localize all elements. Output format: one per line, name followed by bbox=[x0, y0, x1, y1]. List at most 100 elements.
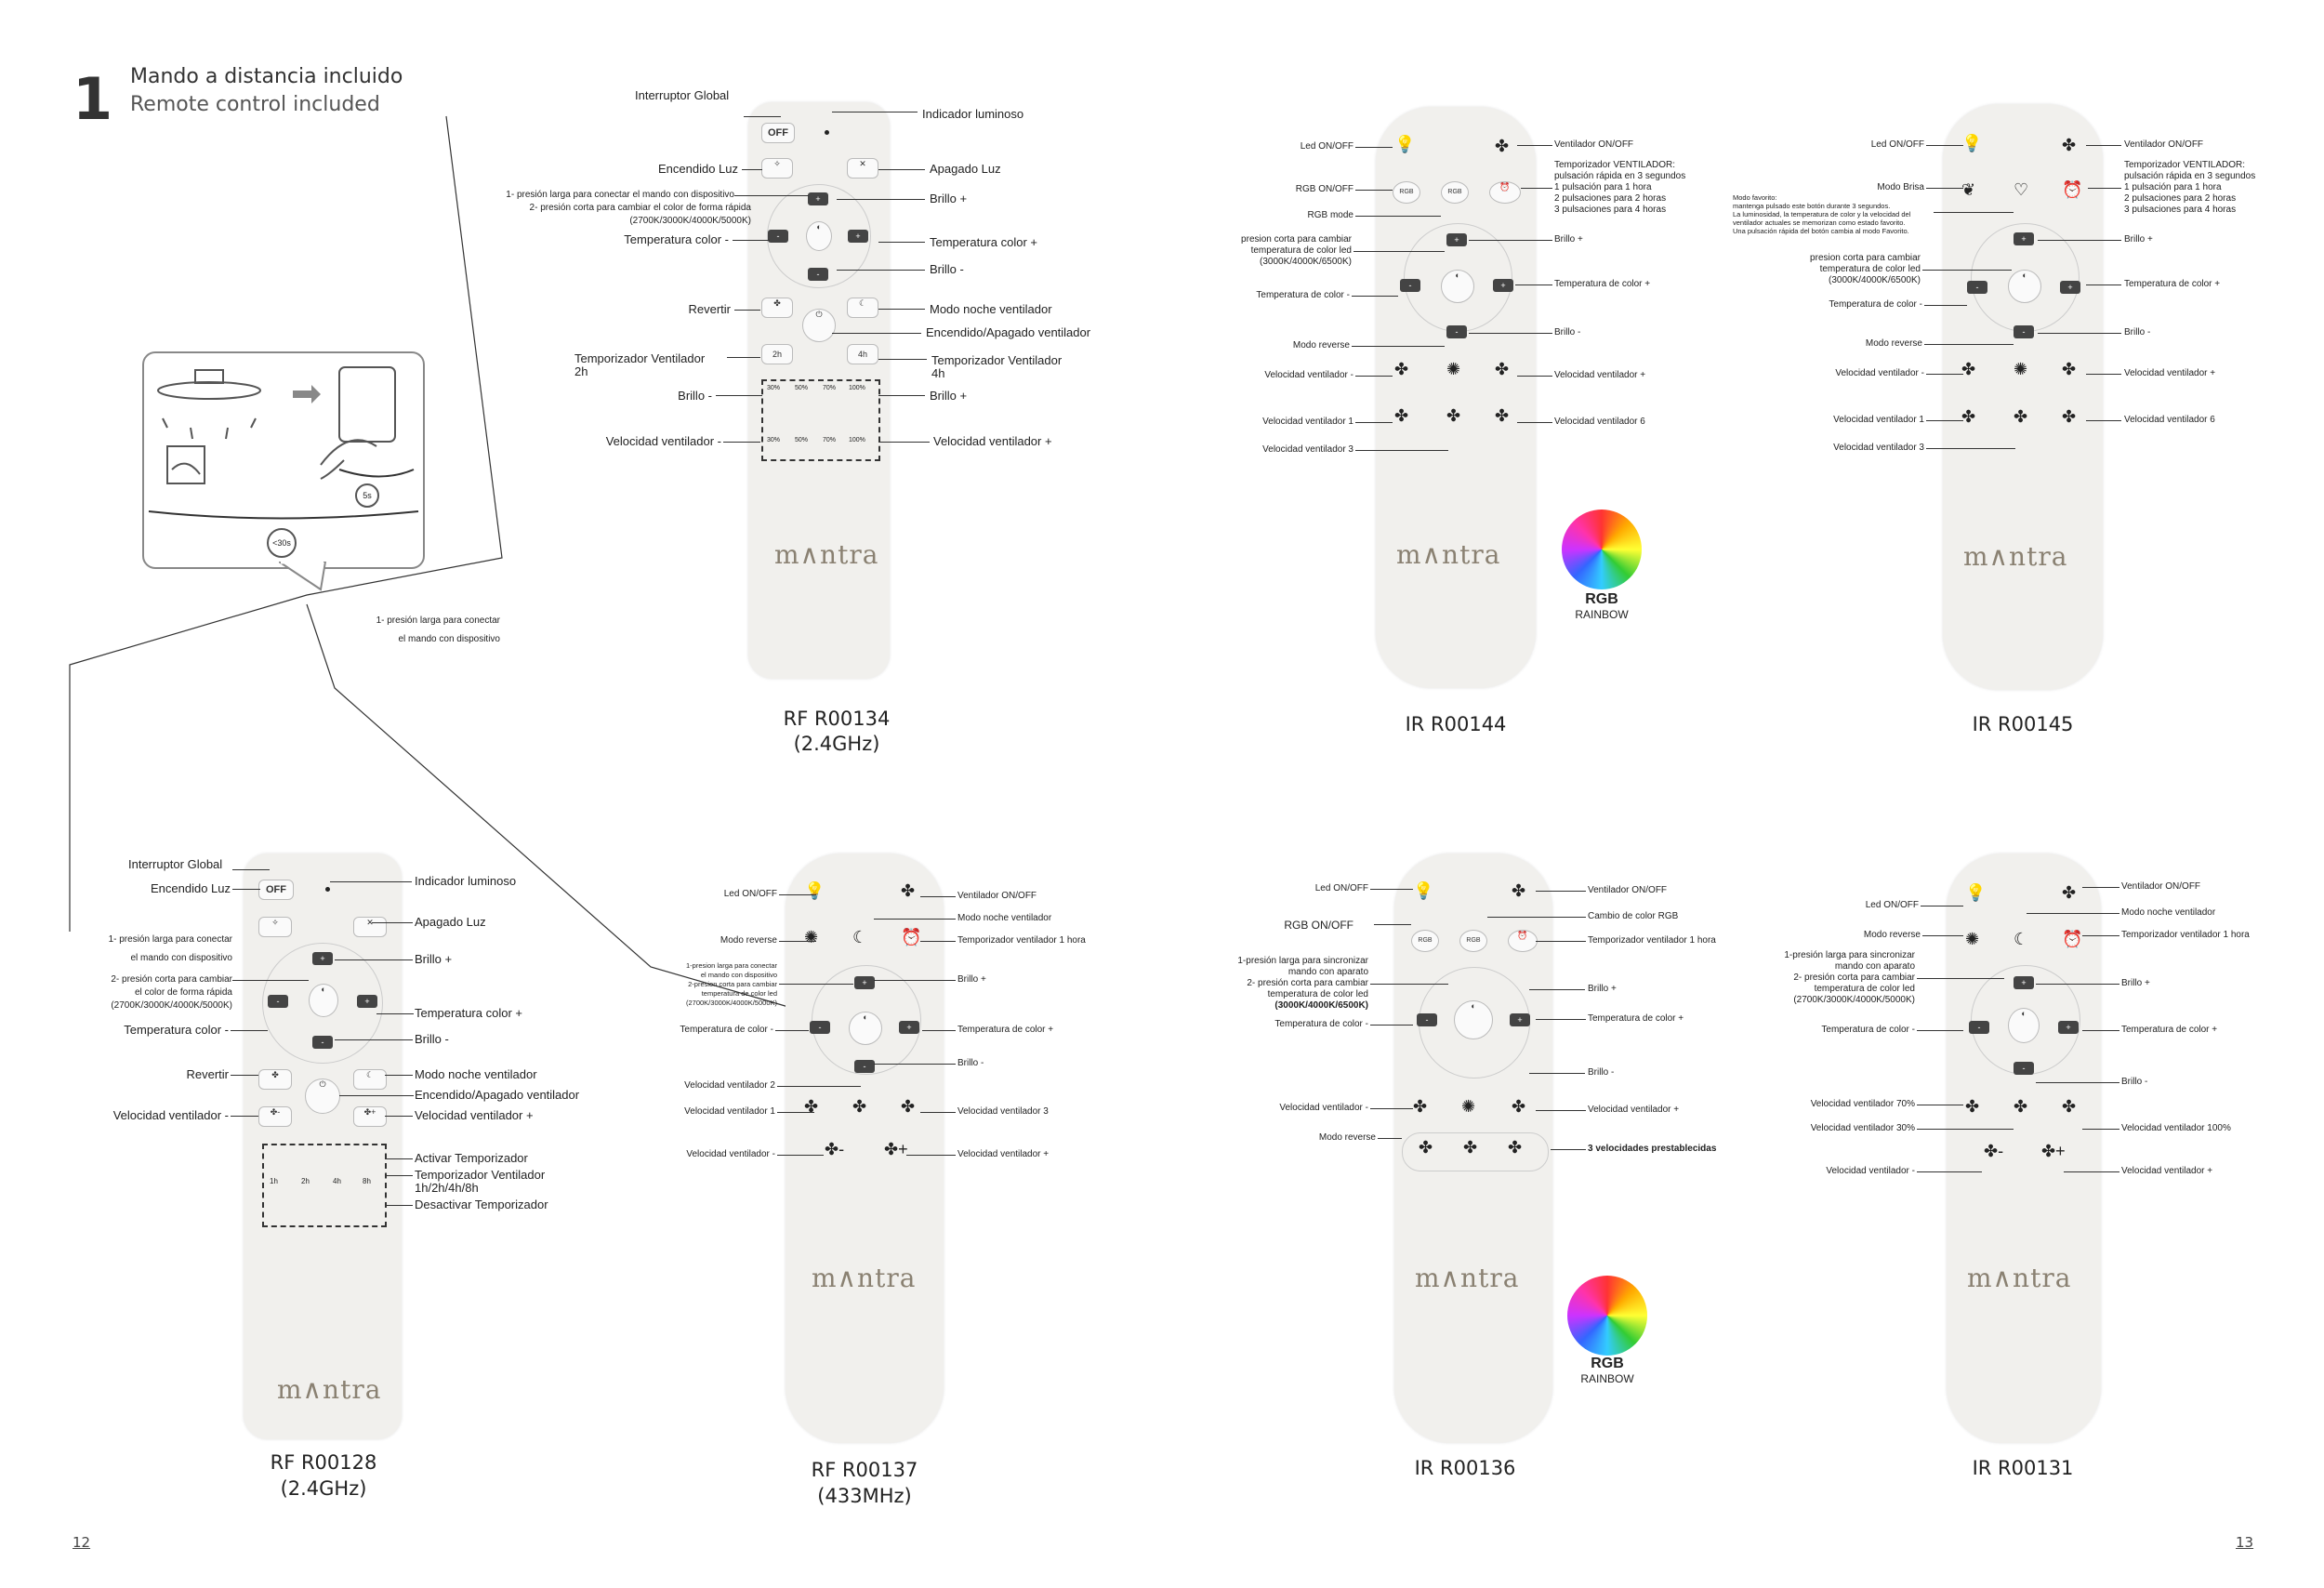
preset-1-icon[interactable]: ✤ bbox=[1419, 1138, 1433, 1157]
color-switch-button[interactable]: ◐ bbox=[2008, 270, 2041, 303]
timer-4h-button[interactable]: 4h bbox=[333, 1177, 341, 1185]
fan-70-button[interactable]: 70% bbox=[823, 437, 837, 443]
fan-icon[interactable]: ✤ bbox=[1495, 137, 1510, 155]
brightness-down-button[interactable]: - bbox=[2014, 325, 2034, 338]
bulb-icon[interactable]: 💡 bbox=[1413, 881, 1434, 900]
temp-up-button[interactable]: + bbox=[1493, 279, 1513, 292]
fan-icon[interactable]: ✤ bbox=[1512, 881, 1526, 900]
speed-down-icon[interactable]: ✤- bbox=[825, 1140, 845, 1158]
night-mode-icon[interactable]: ☾ bbox=[852, 928, 868, 946]
fan-power-button[interactable]: ⏻ bbox=[802, 309, 836, 342]
timer-4h-button[interactable]: 4h bbox=[847, 344, 878, 364]
rgb-change-button[interactable]: RGB bbox=[1459, 930, 1487, 952]
light-50-button[interactable]: 50% bbox=[795, 385, 809, 391]
light-on-button[interactable]: ✧ bbox=[258, 917, 292, 937]
speed-down-icon[interactable]: ✤ bbox=[1394, 360, 1409, 378]
speed-1-icon[interactable]: ✤ bbox=[804, 1097, 819, 1116]
fan-icon[interactable]: ✤ bbox=[2062, 136, 2077, 154]
speed-100-icon[interactable]: ✤ bbox=[2062, 1097, 2077, 1116]
temp-down-button[interactable]: - bbox=[1969, 1021, 1989, 1034]
brightness-down-button[interactable]: - bbox=[1446, 325, 1467, 338]
brightness-up-button[interactable]: + bbox=[808, 192, 828, 205]
temp-up-button[interactable]: + bbox=[2058, 1021, 2079, 1034]
reverse-button[interactable]: ✤ bbox=[761, 298, 793, 318]
speed-30-icon[interactable]: ✤ bbox=[2014, 1097, 2028, 1116]
brightness-down-button[interactable]: - bbox=[312, 1036, 333, 1049]
speed-2-icon[interactable]: ✤ bbox=[852, 1097, 867, 1116]
bulb-icon[interactable]: 💡 bbox=[1394, 135, 1416, 153]
timer-8h-button[interactable]: 8h bbox=[363, 1177, 371, 1185]
reverse-icon[interactable]: ✺ bbox=[1461, 1097, 1476, 1116]
speed-up-icon[interactable]: ✤+ bbox=[884, 1140, 908, 1158]
timer-button[interactable]: ⏰ bbox=[1489, 181, 1521, 204]
speed-1-icon[interactable]: ✤ bbox=[1394, 406, 1409, 425]
timer-2h-button[interactable]: 2h bbox=[761, 344, 793, 364]
heart-icon[interactable]: ♡ bbox=[2014, 180, 2029, 199]
brightness-down-button[interactable]: - bbox=[2014, 1062, 2034, 1075]
speed-up-icon[interactable]: ✤+ bbox=[2041, 1142, 2066, 1160]
temp-up-button[interactable]: + bbox=[1510, 1013, 1530, 1026]
temp-down-button[interactable]: - bbox=[810, 1021, 830, 1034]
temp-up-button[interactable]: + bbox=[2060, 281, 2080, 294]
preset-2-icon[interactable]: ✤ bbox=[1463, 1138, 1478, 1157]
night-mode-icon[interactable]: ☾ bbox=[2014, 930, 2029, 948]
speed-1-icon[interactable]: ✤ bbox=[1961, 407, 1976, 426]
rgb-onoff-button[interactable]: RGB bbox=[1411, 930, 1439, 952]
speed-6-icon[interactable]: ✤ bbox=[1495, 406, 1510, 425]
speed-up-button[interactable]: ✤+ bbox=[353, 1106, 387, 1127]
speed-3-icon[interactable]: ✤ bbox=[2014, 407, 2028, 426]
brightness-up-button[interactable]: + bbox=[312, 952, 333, 965]
bulb-icon[interactable]: 💡 bbox=[1965, 883, 1987, 902]
light-off-button[interactable]: ✕ bbox=[353, 917, 387, 937]
speed-3-icon[interactable]: ✤ bbox=[1446, 406, 1461, 425]
speed-up-icon[interactable]: ✤ bbox=[1512, 1097, 1526, 1116]
reverse-icon[interactable]: ✺ bbox=[2014, 360, 2028, 378]
brightness-up-button[interactable]: + bbox=[854, 976, 875, 989]
temp-down-button[interactable]: - bbox=[268, 995, 288, 1008]
reverse-icon[interactable]: ✺ bbox=[1965, 930, 1980, 948]
timer-1h-button[interactable]: 1h bbox=[270, 1177, 278, 1185]
light-70-button[interactable]: 70% bbox=[823, 385, 837, 391]
speed-70-icon[interactable]: ✤ bbox=[1965, 1097, 1980, 1116]
temp-up-button[interactable]: + bbox=[357, 995, 377, 1008]
temp-up-button[interactable]: + bbox=[848, 230, 868, 243]
fan-icon[interactable]: ✤ bbox=[901, 881, 916, 900]
color-switch-button[interactable]: ◐ bbox=[309, 984, 338, 1017]
leaf-icon[interactable]: ❦ bbox=[1961, 180, 1976, 199]
rgb-mode-button[interactable]: RGB bbox=[1441, 181, 1469, 204]
fan-power-button[interactable]: ⏻ bbox=[305, 1079, 340, 1114]
color-switch-button[interactable]: ◐ bbox=[2008, 1008, 2040, 1043]
light-on-button[interactable]: ✧ bbox=[761, 158, 793, 179]
brightness-up-button[interactable]: + bbox=[2014, 976, 2034, 989]
color-switch-button[interactable]: ◐ bbox=[806, 221, 832, 251]
night-mode-button[interactable]: ☾ bbox=[847, 298, 878, 318]
light-30-button[interactable]: 30% bbox=[767, 385, 781, 391]
speed-down-icon[interactable]: ✤- bbox=[1984, 1142, 2004, 1160]
brightness-down-button[interactable]: - bbox=[808, 268, 828, 281]
speed-up-icon[interactable]: ✤ bbox=[1495, 360, 1510, 378]
temp-up-button[interactable]: + bbox=[899, 1021, 919, 1034]
brightness-up-button[interactable]: + bbox=[1446, 233, 1467, 246]
reverse-icon[interactable]: ✺ bbox=[1446, 360, 1461, 378]
color-switch-button[interactable]: ◐ bbox=[1454, 1000, 1493, 1039]
color-switch-button[interactable]: ◐ bbox=[849, 1012, 882, 1045]
timer-icon[interactable]: ⏰ bbox=[2062, 930, 2083, 948]
speed-3-icon[interactable]: ✤ bbox=[901, 1097, 916, 1116]
speed-down-icon[interactable]: ✤ bbox=[1413, 1097, 1428, 1116]
timer-button[interactable]: ⏰ bbox=[1508, 930, 1538, 952]
fan-30-button[interactable]: 30% bbox=[767, 437, 781, 443]
fan-50-button[interactable]: 50% bbox=[795, 437, 809, 443]
off-button[interactable]: OFF bbox=[761, 123, 795, 143]
reverse-button[interactable]: ✤ bbox=[258, 1069, 292, 1090]
rgb-onoff-button[interactable]: RGB bbox=[1393, 181, 1420, 204]
light-off-button[interactable]: ✕ bbox=[847, 158, 878, 179]
night-mode-button[interactable]: ☾ bbox=[353, 1069, 387, 1090]
speed-6-icon[interactable]: ✤ bbox=[2062, 407, 2077, 426]
reverse-icon[interactable]: ✺ bbox=[804, 928, 819, 946]
timer-icon[interactable]: ⏰ bbox=[2062, 180, 2083, 199]
fan-100-button[interactable]: 100% bbox=[849, 437, 865, 443]
light-100-button[interactable]: 100% bbox=[849, 385, 865, 391]
brightness-down-button[interactable]: - bbox=[854, 1060, 875, 1073]
fan-icon[interactable]: ✤ bbox=[2062, 883, 2077, 902]
timer-icon[interactable]: ⏰ bbox=[901, 928, 922, 946]
